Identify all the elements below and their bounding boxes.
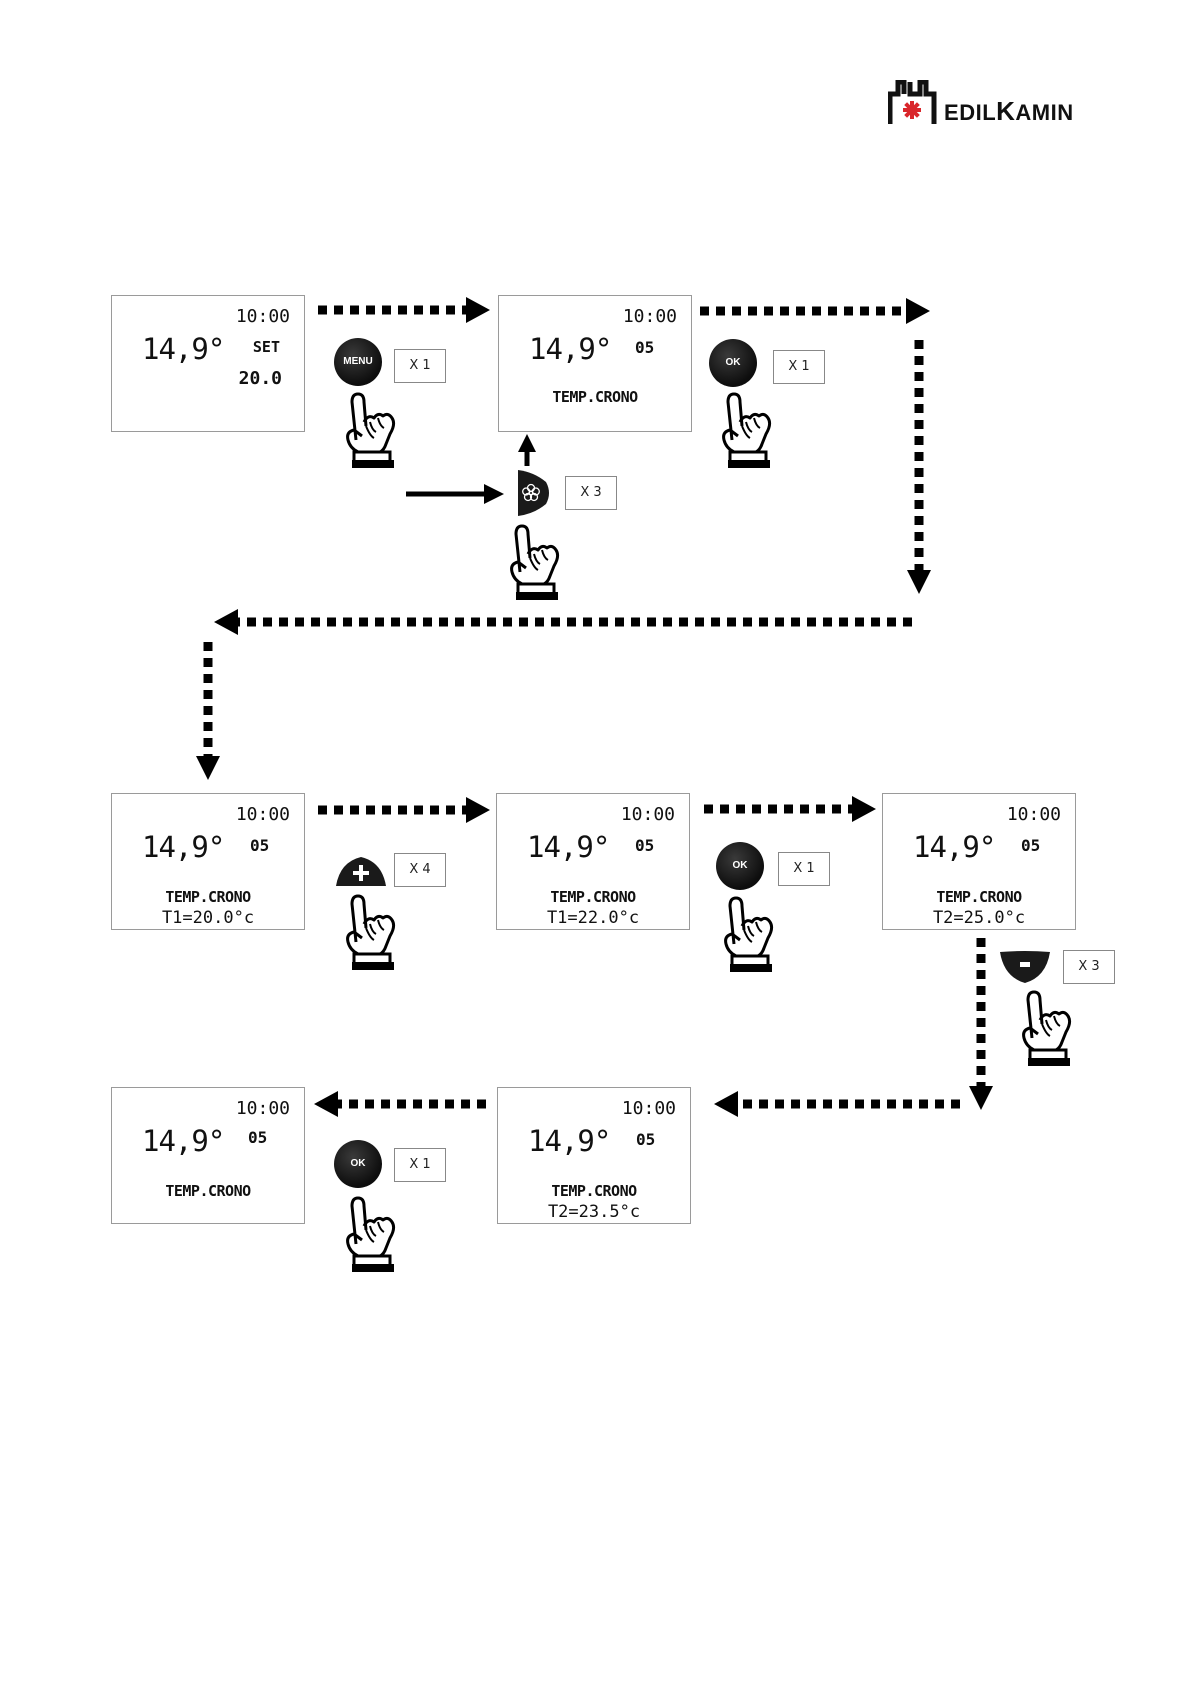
clock-time: 10:00: [1007, 804, 1061, 825]
dotted-arrow-p4-p5: [704, 796, 876, 822]
set-value: 20.0: [239, 368, 282, 389]
room-temperature: 14,9°: [527, 830, 609, 864]
lcd-panel-1: 10:00 14,9° SET 20.0: [111, 295, 305, 432]
solid-arrow-to-fan: [406, 484, 504, 504]
minus-button[interactable]: [998, 949, 1052, 985]
ok-button[interactable]: OK: [334, 1140, 382, 1188]
dotted-arrow-p3-p4: [318, 797, 490, 823]
pointing-hand-icon: [716, 392, 772, 470]
press-count: X 1: [778, 852, 830, 886]
clock-time: 10:00: [623, 306, 677, 327]
lcd-panel-2: 10:00 14,9° 05 TEMP.CRONO: [498, 295, 692, 432]
pointing-hand-icon: [340, 894, 396, 972]
dotted-arrow-down-left: [196, 642, 220, 780]
lcd-panel-4: 10:00 14,9° 05 TEMP.CRONO T1=22.0°c: [496, 793, 690, 930]
ok-button[interactable]: OK: [709, 339, 757, 387]
pointing-hand-icon: [340, 1196, 396, 1274]
pointing-hand-icon: [1016, 990, 1072, 1068]
pointing-hand-icon: [340, 392, 396, 470]
program-number: 05: [635, 836, 654, 855]
plus-button[interactable]: [334, 854, 388, 888]
fan-button[interactable]: [516, 468, 552, 518]
lcd-panel-7: 10:00 14,9° 05 TEMP.CRONO: [111, 1087, 305, 1224]
ok-button[interactable]: OK: [716, 842, 764, 890]
setpoint-value: T2=25.0°c: [883, 908, 1075, 928]
room-temperature: 14,9°: [529, 332, 611, 366]
menu-label: TEMP.CRONO: [112, 1182, 304, 1200]
setpoint-value: T2=23.5°c: [498, 1202, 690, 1222]
clock-time: 10:00: [236, 306, 290, 327]
setpoint-value: T1=20.0°c: [112, 908, 304, 928]
dotted-arrow-p6-p7: [314, 1091, 486, 1117]
dotted-arrow-p1-p2: [318, 297, 490, 323]
press-count: X 4: [394, 853, 446, 887]
lcd-panel-6: 10:00 14,9° 05 TEMP.CRONO T2=23.5°c: [497, 1087, 691, 1224]
clock-time: 10:00: [622, 1098, 676, 1119]
press-count: X 3: [565, 476, 617, 510]
solid-arrow-up-to-p2: [518, 434, 536, 466]
menu-label: TEMP.CRONO: [497, 888, 689, 906]
pointing-hand-icon: [504, 524, 560, 602]
clock-time: 10:00: [236, 804, 290, 825]
minus-icon: [998, 949, 1052, 985]
dotted-arrow-left-long: [214, 609, 912, 635]
menu-label: TEMP.CRONO: [498, 1182, 690, 1200]
menu-label: TEMP.CRONO: [883, 888, 1075, 906]
set-label: SET: [253, 338, 280, 356]
room-temperature: 14,9°: [142, 1124, 224, 1158]
room-temperature: 14,9°: [142, 830, 224, 864]
room-temperature: 14,9°: [528, 1124, 610, 1158]
fan-icon: [516, 468, 552, 518]
dotted-arrow-down-p5: [969, 938, 993, 1110]
press-count: X 1: [394, 349, 446, 383]
setpoint-value: T1=22.0°c: [497, 908, 689, 928]
press-count: X 3: [1063, 950, 1115, 984]
program-number: 05: [250, 836, 269, 855]
press-count: X 1: [394, 1148, 446, 1182]
clock-time: 10:00: [621, 804, 675, 825]
program-number: 05: [635, 338, 654, 357]
clock-time: 10:00: [236, 1098, 290, 1119]
menu-label: TEMP.CRONO: [499, 388, 691, 406]
menu-button[interactable]: MENU: [334, 338, 382, 386]
press-count: X 1: [773, 350, 825, 384]
dotted-arrow-to-p6: [714, 1091, 960, 1117]
plus-icon: [334, 854, 388, 888]
room-temperature: 14,9°: [142, 332, 224, 366]
program-number: 05: [248, 1128, 267, 1147]
pointing-hand-icon: [718, 896, 774, 974]
lcd-panel-5: 10:00 14,9° 05 TEMP.CRONO T2=25.0°c: [882, 793, 1076, 930]
room-temperature: 14,9°: [913, 830, 995, 864]
dotted-arrow-p2-right: [700, 298, 930, 324]
program-number: 05: [1021, 836, 1040, 855]
lcd-panel-3: 10:00 14,9° 05 TEMP.CRONO T1=20.0°c: [111, 793, 305, 930]
program-number: 05: [636, 1130, 655, 1149]
dotted-arrow-down-right: [907, 340, 931, 594]
menu-label: TEMP.CRONO: [112, 888, 304, 906]
